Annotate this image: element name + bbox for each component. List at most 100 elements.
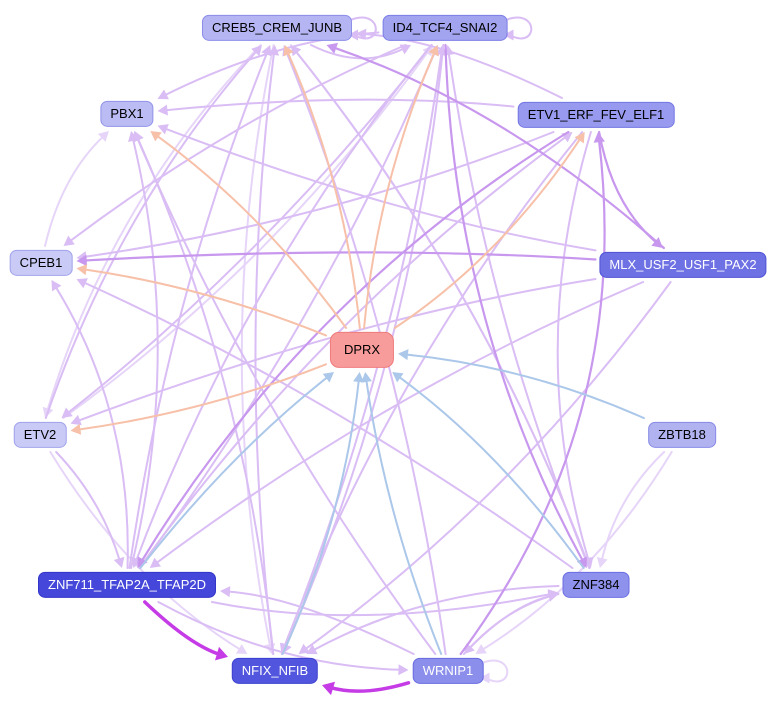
edge-etv1_erf_fev_elf1-znf711_tfap2a_tfap2d (139, 130, 570, 564)
edge-etv2-id4_tcf4_snai2 (62, 49, 430, 419)
edge-znf711_tfap2a_tfap2d-id4_tcf4_snai2 (138, 50, 437, 569)
edge-creb5_crem_junb-creb5_crem_junb (347, 16, 377, 40)
edge-zbtb18-znf384 (600, 451, 666, 563)
edge-znf384-cpeb1 (81, 281, 574, 569)
arrowhead-id4_tcf4_snai2-pbx1 (157, 89, 169, 100)
edge-mlx_usf2_usf1_pax2-nfix_nfib (303, 281, 672, 651)
node-creb5_crem_junb[interactable]: CREB5_CREM_JUNB (201, 14, 353, 42)
edge-id4_tcf4_snai2-id4_tcf4_snai2 (502, 16, 533, 40)
node-label: CPEB1 (19, 254, 63, 270)
node-zbtb18[interactable]: ZBTB18 (648, 421, 716, 449)
node-wrnip1[interactable]: WRNIP1 (412, 657, 484, 685)
arrowhead-mlx_usf2_usf1_pax2-creb5_crem_junb (326, 42, 338, 54)
arrowhead-mlx_usf2_usf1_pax2-nfix_nfib (298, 643, 310, 654)
edge-zbtb18-dprx (403, 353, 645, 420)
edge-dprx-id4_tcf4_snai2 (363, 50, 436, 329)
edge-nfix_nfib-creb5_crem_junb (254, 50, 276, 655)
arrowhead-znf711_tfap2a_tfap2d-wrnip1 (398, 664, 409, 676)
arrowhead-znf711_tfap2a_tfap2d-cpeb1 (51, 280, 62, 292)
node-mlx_usf2_usf1_pax2[interactable]: MLX_USF2_USF1_PAX2 (599, 251, 767, 279)
edge-znf711_tfap2a_tfap2d-wrnip1 (157, 601, 403, 671)
edge-znf711_tfap2a_tfap2d-creb5_crem_junb (128, 50, 269, 569)
arrowhead-id4_tcf4_snai2-znf711_tfap2a_tfap2d (131, 556, 143, 568)
edge-nfix_nfib-pbx1 (136, 136, 275, 655)
arrowhead-dprx-etv2 (70, 423, 82, 435)
edge-dprx-pbx1 (155, 134, 348, 329)
edge-id4_tcf4_snai2-znf384 (444, 43, 585, 563)
node-znf711_tfap2a_tfap2d[interactable]: ZNF711_TFAP2A_TFAP2D (38, 571, 216, 599)
node-label: ETV2 (23, 426, 57, 442)
edge-nfix_nfib-dprx (281, 377, 360, 655)
arrowhead-id4_tcf4_snai2-etv2 (61, 407, 73, 418)
edge-znf711_tfap2a_tfap2d-cpeb1 (54, 284, 129, 569)
node-znf384[interactable]: ZNF384 (562, 571, 630, 599)
arrowhead-zbtb18-dprx (398, 349, 409, 361)
arrowhead-etv2-nfix_nfib (235, 644, 248, 654)
arrowhead-wrnip1-wrnip1 (479, 672, 490, 684)
edge-etv1_erf_fev_elf1-cpeb1 (82, 131, 555, 258)
edge-mlx_usf2_usf1_pax2-pbx1 (163, 127, 597, 252)
node-label: CREB5_CREM_JUNB (211, 19, 343, 35)
arrowhead-etv1_erf_fev_elf1-creb5_crem_junb (356, 28, 367, 40)
edge-cpeb1-pbx1 (44, 134, 105, 247)
arrowhead-znf384-cpeb1 (76, 278, 88, 289)
node-pbx1[interactable]: PBX1 (100, 100, 154, 128)
node-cpeb1[interactable]: CPEB1 (9, 249, 73, 277)
arrowhead-znf384-creb5_crem_junb (290, 45, 302, 57)
edge-etv1_erf_fev_elf1-pbx1 (163, 98, 515, 112)
arrowhead-znf711_tfap2a_tfap2d-znf384 (547, 589, 559, 600)
edge-znf711_tfap2a_tfap2d-dprx (139, 375, 330, 569)
edge-creb5_crem_junb-id4_tcf4_snai2 (310, 44, 406, 60)
edge-etv1_erf_fev_elf1-creb5_crem_junb (361, 32, 563, 99)
node-label: ZBTB18 (658, 426, 706, 442)
edge-znf384-wrnip1 (467, 592, 560, 650)
arrowhead-cpeb1-pbx1 (97, 131, 109, 142)
edge-mlx_usf2_usf1_pax2-znf711_tfap2a_tfap2d (154, 281, 645, 565)
arrowhead-znf711_tfap2a_tfap2d-dprx (322, 372, 334, 383)
arrowhead-creb5_crem_junb-id4_tcf4_snai2 (399, 44, 411, 55)
arrowhead-dprx-id4_tcf4_snai2 (428, 45, 439, 57)
arrowhead-zbtb18-wrnip1 (475, 644, 487, 654)
edge-id4_tcf4_snai2-cpeb1 (68, 44, 407, 243)
node-nfix_nfib[interactable]: NFIX_NFIB (231, 657, 319, 685)
node-label: PBX1 (110, 105, 144, 121)
edge-creb5_crem_junb-nfix_nfib (240, 44, 275, 649)
node-id4_tcf4_snai2[interactable]: ID4_TCF4_SNAI2 (382, 14, 508, 42)
arrowhead-wrnip1-dprx (361, 372, 373, 383)
arrowhead-mlx_usf2_usf1_pax2-cpeb1 (76, 254, 88, 267)
edge-znf384-nfix_nfib (311, 584, 560, 652)
arrowhead-etv1_erf_fev_elf1-znf711_tfap2a_tfap2d (137, 556, 148, 568)
arrowhead-id4_tcf4_snai2-cpeb1 (63, 235, 75, 246)
edge-etv2-znf711_tfap2a_tfap2d (55, 451, 121, 563)
arrowhead-dprx-pbx1 (150, 131, 162, 142)
edge-mlx_usf2_usf1_pax2-creb5_crem_junb (331, 46, 665, 250)
arrowhead-znf711_tfap2a_tfap2d-pbx1 (128, 131, 139, 143)
arrowhead-zbtb18-znf384 (596, 557, 608, 568)
edge-id4_tcf4_snai2-znf711_tfap2a_tfap2d (134, 44, 433, 563)
edge-creb5_crem_junb-etv2 (46, 44, 262, 413)
node-label: ETV1_ERF_FEV_ELF1 (527, 106, 665, 122)
edge-wrnip1-etv1_erf_fev_elf1 (459, 137, 606, 656)
edge-znf384-creb5_crem_junb (294, 49, 591, 569)
edge-dprx-creb5_crem_junb (286, 50, 361, 329)
arrowhead-dprx-creb5_crem_junb (283, 45, 294, 57)
node-dprx[interactable]: DPRX (329, 331, 395, 369)
node-etv1_erf_fev_elf1[interactable]: ETV1_ERF_FEV_ELF1 (517, 101, 675, 129)
arrowhead-wrnip1-etv1_erf_fev_elf1 (593, 132, 605, 143)
edge-znf711_tfap2a_tfap2d-znf384 (211, 592, 553, 617)
edge-wrnip1-nfix_nfib (326, 681, 411, 693)
edge-dprx-cpeb1 (82, 268, 327, 337)
node-label: ZNF384 (572, 576, 620, 592)
node-label: MLX_USF2_USF1_PAX2 (609, 256, 757, 272)
arrowhead-mlx_usf2_usf1_pax2-pbx1 (157, 124, 169, 135)
edge-znf384-dprx (396, 375, 585, 569)
arrowhead-id4_tcf4_snai2-znf384 (576, 556, 587, 568)
edge-etv2-creb5_crem_junb (44, 49, 259, 419)
arrowhead-etv2-znf711_tfap2a_tfap2d (113, 556, 125, 568)
edge-dprx-etv1_erf_fev_elf1 (393, 136, 582, 329)
arrowhead-nfix_nfib-dprx (353, 372, 365, 383)
node-etv2[interactable]: ETV2 (13, 421, 67, 449)
edge-wrnip1-znf711_tfap2a_tfap2d (225, 590, 415, 655)
